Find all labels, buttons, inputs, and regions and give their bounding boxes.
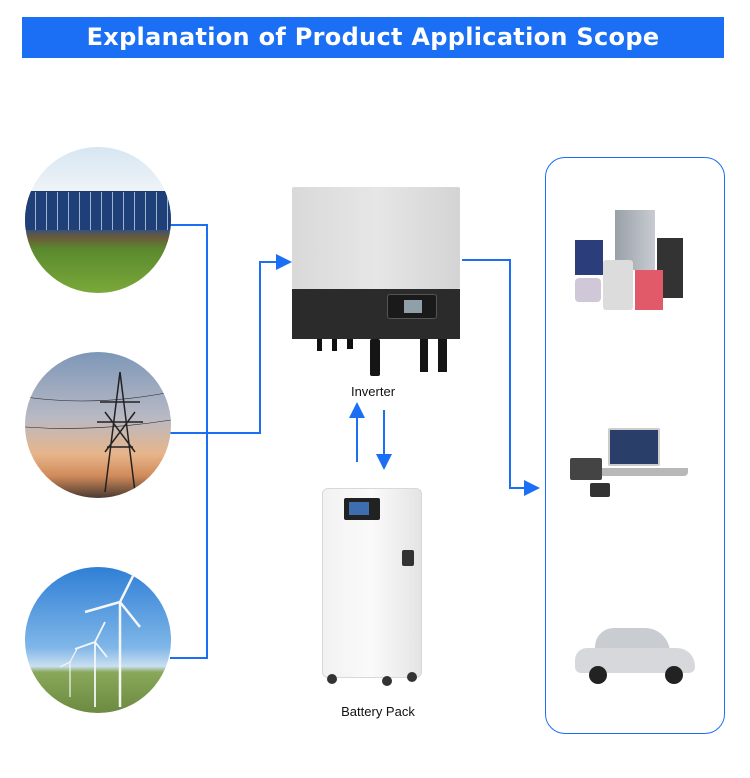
grid-to-inverter-line xyxy=(170,254,292,434)
electric-vehicle-image xyxy=(575,628,695,686)
inverter-image xyxy=(292,187,460,376)
inverter-label: Inverter xyxy=(350,384,396,399)
electronics-image xyxy=(570,428,690,498)
page-title: Explanation of Product Application Scope xyxy=(86,23,660,51)
inverter-to-loads-line xyxy=(462,259,540,496)
home-appliances-image xyxy=(575,210,683,310)
power-grid-image xyxy=(25,352,171,498)
battery-pack-image xyxy=(322,488,422,690)
solar-panels-image xyxy=(25,147,171,293)
wind-turbines-image xyxy=(25,567,171,713)
page-title-banner: Explanation of Product Application Scope xyxy=(22,17,724,58)
battery-pack-label: Battery Pack xyxy=(341,704,415,719)
loads-panel xyxy=(545,157,725,734)
solar-wind-line xyxy=(170,224,208,659)
